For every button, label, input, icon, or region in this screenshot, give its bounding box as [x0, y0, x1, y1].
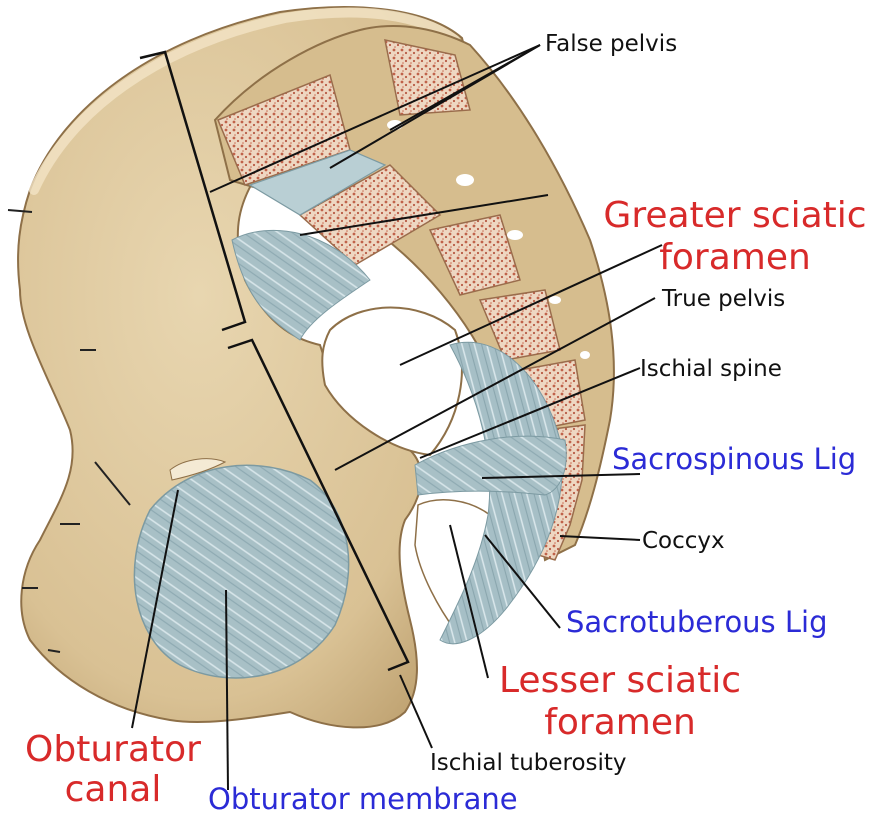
true-pelvis-bracket — [227, 338, 410, 672]
label-obturator-membrane: Obturator membrane — [208, 782, 518, 816]
label-lesser-sciatic-foramen: Lesser sciatic foramen — [480, 660, 760, 744]
label-sacrotuberous-lig: Sacrotuberous Lig — [566, 605, 828, 639]
obturator-membrane — [133, 464, 350, 679]
label-greater-sciatic-foramen: Greater sciatic foramen — [585, 195, 885, 279]
label-lesser-sciatic-line1: Lesser sciatic — [499, 660, 741, 701]
label-true-pelvis: True pelvis — [662, 286, 786, 312]
label-false-pelvis: False pelvis — [545, 31, 678, 57]
sacroiliac-ligament — [231, 229, 371, 341]
label-obturator-canal: Obturator canal — [8, 730, 218, 810]
label-obturator-canal-line1: Obturator — [25, 729, 201, 770]
label-sacrospinous-lig: Sacrospinous Lig — [612, 442, 857, 476]
label-greater-sciatic-line2: foramen — [659, 237, 811, 278]
hip-bone — [17, 6, 472, 729]
intervertebral-disc — [248, 149, 387, 216]
label-greater-sciatic-line1: Greater sciatic — [603, 195, 867, 236]
label-coccyx: Coccyx — [642, 528, 725, 554]
label-lesser-sciatic-line2: foramen — [544, 702, 696, 743]
leader-lines — [131, 44, 663, 791]
label-ischial-tuberosity: Ischial tuberosity — [430, 750, 627, 776]
sacral-body-4 — [428, 214, 521, 296]
obturator-canal — [169, 458, 227, 481]
sacral-body-2 — [298, 164, 442, 266]
tick-marks — [7, 209, 131, 653]
false-pelvis-bracket — [139, 50, 247, 332]
greater-sciatic-foramen — [321, 306, 463, 457]
label-ischial-spine: Ischial spine — [640, 356, 782, 382]
label-obturator-canal-line2: canal — [64, 769, 162, 810]
